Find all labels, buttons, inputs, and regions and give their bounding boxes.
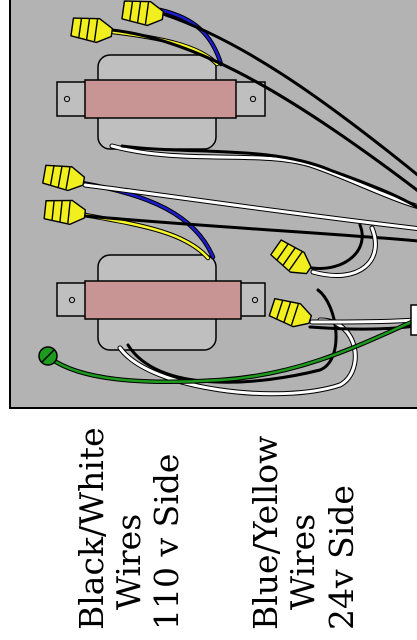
black-wire <box>83 214 417 243</box>
transformer-top <box>56 54 266 150</box>
white-wire <box>83 183 417 230</box>
wire-nut-icon <box>121 0 165 27</box>
ground-wire <box>48 318 417 384</box>
wires-transformer-bottom <box>47 180 417 397</box>
label-110v-line2: Wires <box>109 514 148 610</box>
label-110v-line3: 110 v Side <box>147 454 186 630</box>
screw-hole-right <box>249 95 257 103</box>
wire-nut-icon <box>70 17 114 44</box>
label-110v-line1: Black/White <box>72 427 111 630</box>
transformer-coil <box>84 79 237 119</box>
wires-transformer-top <box>109 7 417 209</box>
label-24v-line3: 24v Side <box>322 485 361 630</box>
white-wire <box>311 226 377 278</box>
white-wire <box>310 318 417 324</box>
black-wire <box>110 28 417 192</box>
black-wire <box>161 12 417 177</box>
wire-nut-icon <box>270 239 312 275</box>
label-110v-group: Black/White Wires 110 v Side <box>72 427 186 630</box>
ground-screw-icon <box>38 346 58 366</box>
wire-nuts <box>42 0 313 328</box>
label-24v-line2: Wires <box>283 514 322 610</box>
black-wire <box>120 144 417 209</box>
wire-nut-icon <box>268 297 313 328</box>
label-24v-group: Blue/Yellow Wires 24v Side <box>246 436 361 630</box>
label-24v-line1: Blue/Yellow <box>246 436 285 630</box>
white-wire <box>110 144 417 208</box>
wire-nut-icon <box>43 199 87 226</box>
screw-hole-left <box>63 95 71 103</box>
transformer-coil <box>84 280 242 320</box>
black-wire <box>126 288 338 384</box>
white-wire <box>118 318 357 396</box>
wire-nut-icon <box>42 164 86 192</box>
screw-hole-right <box>251 296 259 304</box>
screw-hole-left <box>68 296 76 304</box>
black-wire <box>310 223 364 270</box>
transformer-bottom <box>56 254 266 351</box>
terminal-block <box>410 304 417 336</box>
